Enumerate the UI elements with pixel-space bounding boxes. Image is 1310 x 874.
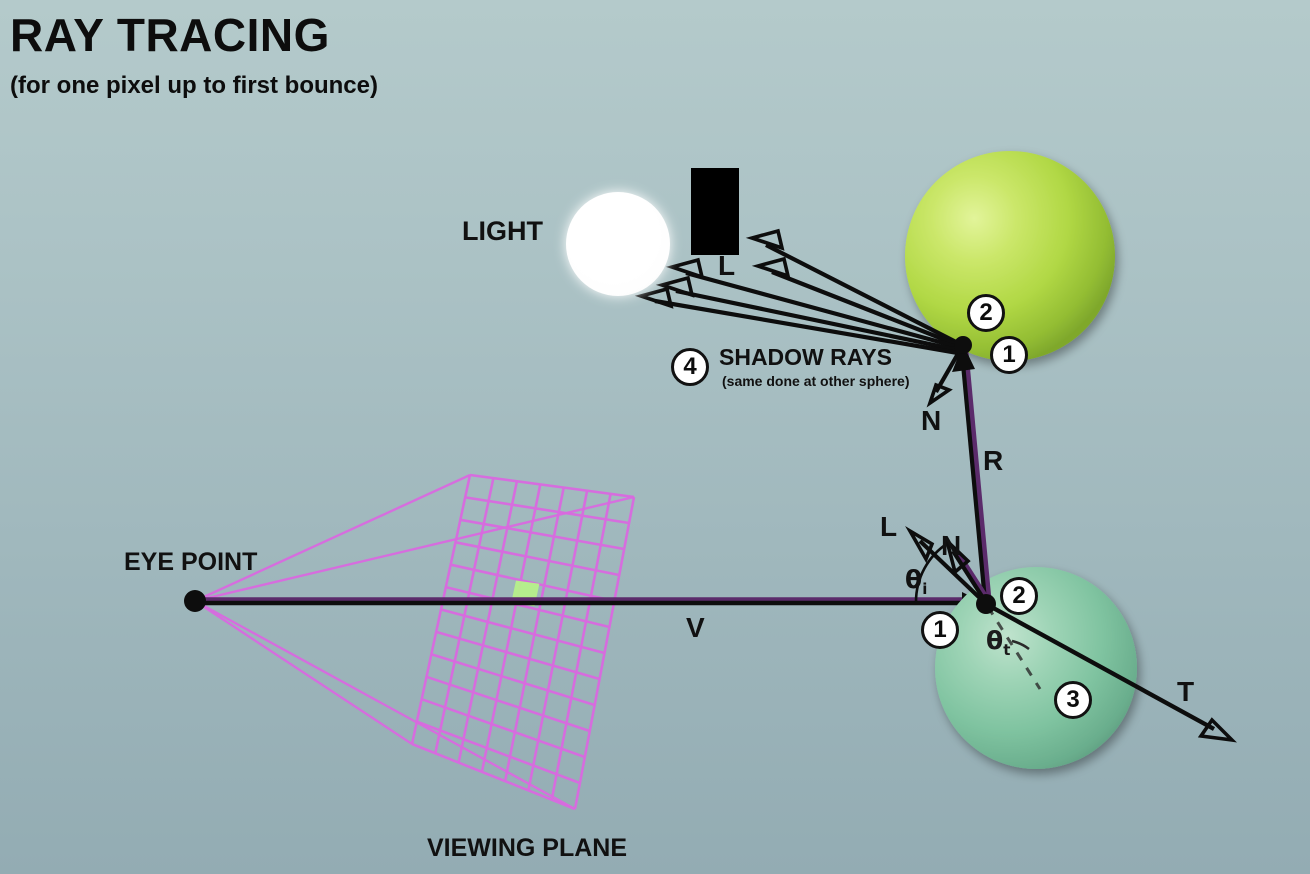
view-vector-label: V [686, 612, 705, 643]
upper-step-badge-1: 1 [990, 336, 1028, 374]
theta-incident-label: θi [905, 565, 927, 598]
lower-light-vector-label: L [880, 511, 898, 542]
theta-transmitted-subscript: t [1003, 641, 1011, 659]
theta-i-arc [914, 541, 949, 603]
reflection-vector-label: R [983, 445, 1004, 476]
light-sphere [566, 192, 670, 296]
theta-transmitted-symbol: θ [986, 626, 1004, 655]
viewing-plane-label: VIEWING PLANE [427, 834, 628, 862]
view-frustum-lines [194, 473, 635, 811]
lower-normal-vector-n [943, 535, 991, 603]
shadow-rays-note: (same done at other sphere) [722, 373, 910, 389]
theta-incident-symbol: θ [905, 565, 923, 594]
theta-incident-subscript: i [922, 580, 928, 598]
upper-sphere [905, 151, 1115, 361]
viewing-plane-grid [410, 473, 636, 811]
lower-sphere [935, 567, 1137, 769]
upper-normal-label: N [921, 405, 942, 436]
lower-step-badge-2: 2 [1000, 577, 1038, 615]
lower-step-badge-3: 3 [1054, 681, 1092, 719]
upper-hit-point-dot [954, 336, 972, 354]
normal-dashed-extension [986, 606, 1042, 690]
light-label: LIGHT [462, 216, 543, 246]
shadow-rays [654, 243, 959, 356]
transmission-ray-t [984, 602, 1238, 743]
upper-step-badge-2: 2 [967, 294, 1005, 332]
lower-light-vector-l [905, 525, 986, 604]
lower-hit-point-dot [976, 594, 996, 614]
occluder-rectangle [691, 168, 739, 255]
reflection-ray-r [952, 344, 992, 602]
lower-normal-label: N [941, 530, 962, 561]
eye-point-dot [184, 590, 206, 612]
page-title: RAY TRACING [10, 9, 330, 61]
upper-normal-n [926, 343, 965, 408]
theta-transmitted-label: θt [986, 626, 1010, 659]
shadow-ray-arrowheads [634, 228, 791, 309]
page-subtitle: (for one pixel up to first bounce) [10, 72, 378, 99]
lower-step-badge-1: 1 [921, 611, 959, 649]
theta-t-arc [1011, 639, 1030, 651]
shadow-rays-label: SHADOW RAYS [719, 344, 892, 370]
step-badge-4: 4 [671, 348, 709, 386]
eye-point-label: EYE POINT [124, 548, 258, 576]
transmission-vector-label: T [1177, 676, 1195, 707]
shadow-l-vector-label: L [718, 250, 736, 281]
